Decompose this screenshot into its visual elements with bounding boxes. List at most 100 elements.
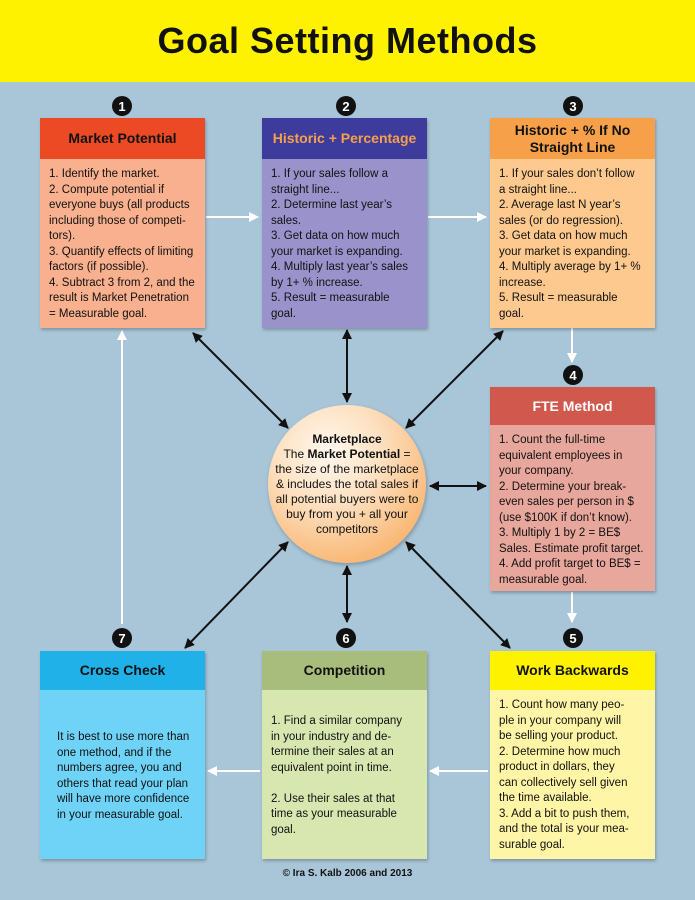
step-line: = Measurable goal. <box>49 307 148 320</box>
link-center-5 <box>405 541 511 649</box>
step-line: 1. Find a similar company <box>271 715 403 727</box>
step-line: in your measurable goal. <box>57 808 183 821</box>
step-line: 2. Average last N year’s <box>499 199 621 211</box>
step-line: 4. Subtract 3 from 2, and the <box>49 276 195 289</box>
cross-check-box: Cross Check It is best to use more than … <box>40 651 205 859</box>
step-line: increase. <box>499 276 546 289</box>
step-line: 4. Multiply last year’s sales <box>271 261 408 273</box>
step-line: 2. Determine last year’s <box>271 199 393 211</box>
link-center-3 <box>405 330 504 429</box>
work-backwards-body: 1. Count how many peo- ple in your compa… <box>490 690 655 859</box>
step-line: 4. Add profit target to BE$ = <box>499 558 641 570</box>
market-potential-box: Market Potential 1. Identify the market.… <box>40 118 205 328</box>
step-line: product in dollars, they <box>499 761 615 773</box>
step-line: in your industry and de- <box>271 730 392 743</box>
step-line: factors (if possible). <box>49 261 149 273</box>
historic-no-straight-line-box: Historic + % If No Straight Line 1. If y… <box>490 118 655 328</box>
step-line: your market is expanding. <box>499 245 631 258</box>
marketplace-text-prefix: The <box>283 446 308 461</box>
step-line: your market is expanding. <box>271 245 403 258</box>
step-badge-3: 3 <box>563 96 583 116</box>
step-line: sales (or do regression). <box>499 214 623 227</box>
step-line: goal. <box>271 823 296 836</box>
fte-method-box: FTE Method 1. Count the full-time equiva… <box>490 387 655 591</box>
step-line: one method, and if the <box>57 746 172 759</box>
step-line: 3. Multiply 1 by 2 = BE$ <box>499 527 621 539</box>
step-line: equivalent employees in <box>499 449 623 462</box>
step-line: It is best to use more than <box>57 731 190 743</box>
historic-percentage-box: Historic + Percentage 1. If your sales f… <box>262 118 427 328</box>
step-line: 2. Use their sales at that <box>271 792 396 805</box>
step-line: 1. If your sales don’t follow <box>499 168 635 180</box>
step-line: goal. <box>499 307 524 320</box>
step-line: 1. Count the full-time <box>499 434 606 446</box>
marketplace-text-suffix: = the size of the marketplace & includes… <box>275 446 419 536</box>
step-line <box>271 776 419 792</box>
step-line: including those of competi- <box>49 214 186 227</box>
historic-no-straight-line-header: Historic + % If No Straight Line <box>490 118 655 159</box>
step-line: 4. Multiply average by 1+ % <box>499 261 641 273</box>
step-line: the time available. <box>499 792 592 804</box>
step-line: 5. Result = measurable <box>499 292 618 304</box>
step-line: a straight line... <box>499 183 577 196</box>
market-potential-body: 1. Identify the market. 2. Compute poten… <box>40 159 205 328</box>
marketplace-circle: Marketplace The Market Potential = the s… <box>268 405 426 563</box>
historic-percentage-body: 1. If your sales follow a straight line.… <box>262 159 427 328</box>
step-line: (use $100K if don’t know). <box>499 511 632 524</box>
step-line: numbers agree, you and <box>57 762 182 774</box>
cross-check-body: It is best to use more than one method, … <box>40 690 205 859</box>
market-potential-header: Market Potential <box>40 118 205 159</box>
step-line: can collectively sell given <box>499 776 628 789</box>
step-badge-1: 1 <box>112 96 132 116</box>
historic-percentage-header: Historic + Percentage <box>262 118 427 159</box>
step-line: straight line... <box>271 183 340 196</box>
step-line: 1. If your sales follow a <box>271 168 388 180</box>
step-line: surable goal. <box>499 838 565 851</box>
step-line: even sales per person in $ <box>499 496 634 508</box>
fte-method-body: 1. Count the full-time equivalent employ… <box>490 425 655 591</box>
work-backwards-box: Work Backwards 1. Count how many peo- pl… <box>490 651 655 859</box>
market-potential-emphasis: Market Potential <box>307 446 401 461</box>
step-badge-2: 2 <box>336 96 356 116</box>
step-line: everyone buys (all products <box>49 199 190 211</box>
step-line: measurable goal. <box>499 573 588 586</box>
marketplace-description: The Market Potential = the size of the m… <box>268 447 426 537</box>
competition-header: Competition <box>262 651 427 690</box>
step-line: be selling your product. <box>499 730 618 742</box>
competition-body: 1. Find a similar company in your indust… <box>262 690 427 859</box>
competition-box: Competition 1. Find a similar company in… <box>262 651 427 859</box>
step-line: 2. Determine how much <box>499 745 621 758</box>
step-line: your company. <box>499 465 574 477</box>
step-line: 3. Quantify effects of limiting <box>49 245 194 258</box>
step-line: 3. Add a bit to push them, <box>499 807 630 820</box>
step-line: equivalent point in time. <box>271 761 392 774</box>
step-line: 2. Determine your break- <box>499 480 627 493</box>
step-line: others that read your plan <box>57 777 189 790</box>
cross-check-header: Cross Check <box>40 651 205 690</box>
step-badge-4: 4 <box>563 365 583 385</box>
step-line: goal. <box>271 307 296 320</box>
copyright-footer: © Ira S. Kalb 2006 and 2013 <box>282 868 413 879</box>
step-badge-6: 6 <box>336 628 356 648</box>
title-banner: Goal Setting Methods <box>0 0 695 82</box>
step-line: 2. Compute potential if <box>49 183 165 196</box>
fte-method-header: FTE Method <box>490 387 655 425</box>
step-line: tors). <box>49 230 76 242</box>
step-badge-7: 7 <box>112 628 132 648</box>
step-line: termine their sales at an <box>271 746 394 758</box>
work-backwards-header: Work Backwards <box>490 651 655 690</box>
step-line: Sales. Estimate profit target. <box>499 542 644 555</box>
step-line: and the total is your mea- <box>499 823 629 835</box>
step-line: ple in your company will <box>499 714 622 727</box>
link-center-1 <box>192 332 289 429</box>
step-line: 1. Count how many peo- <box>499 699 625 711</box>
step-badge-5: 5 <box>563 628 583 648</box>
step-line: 3. Get data on how much <box>271 230 400 242</box>
step-line: by 1+ % increase. <box>271 276 363 289</box>
step-line: time as your measurable <box>271 808 397 820</box>
page-title: Goal Setting Methods <box>157 20 538 61</box>
marketplace-title: Marketplace <box>312 431 382 446</box>
step-line: will have more confidence <box>57 793 190 805</box>
step-line: 5. Result = measurable <box>271 292 390 304</box>
